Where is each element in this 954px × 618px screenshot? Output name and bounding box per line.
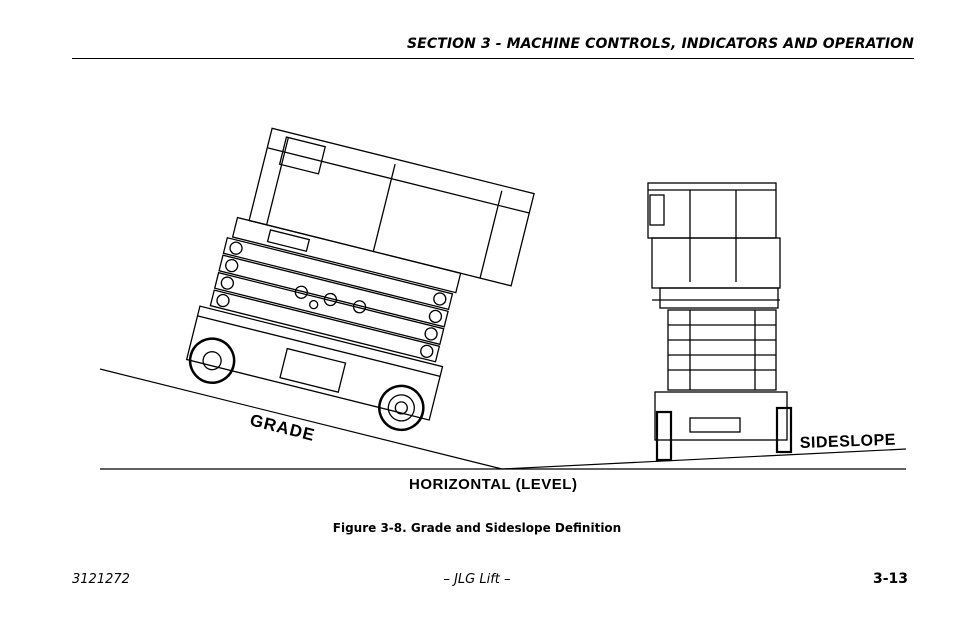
section-title: SECTION 3 - MACHINE CONTROLS, INDICATORS… xyxy=(406,36,914,52)
sideslope-label: SIDESLOPE xyxy=(800,432,897,452)
document-number: 3121272 xyxy=(72,572,130,587)
scissor-lift-on-grade-drawing xyxy=(185,127,535,432)
header-divider xyxy=(72,58,914,59)
scissor-lift-on-sideslope-drawing xyxy=(647,182,793,462)
horizontal-level-label: HORIZONTAL (LEVEL) xyxy=(409,476,578,493)
figure-caption: Figure 3-8. Grade and Sideslope Definiti… xyxy=(332,521,622,535)
footer-brand: – JLG Lift – xyxy=(443,572,511,587)
sideslope-line xyxy=(501,448,907,470)
grade-label: GRADE xyxy=(248,410,317,445)
page-number: 3-13 xyxy=(872,571,908,587)
grade-line xyxy=(99,368,503,470)
